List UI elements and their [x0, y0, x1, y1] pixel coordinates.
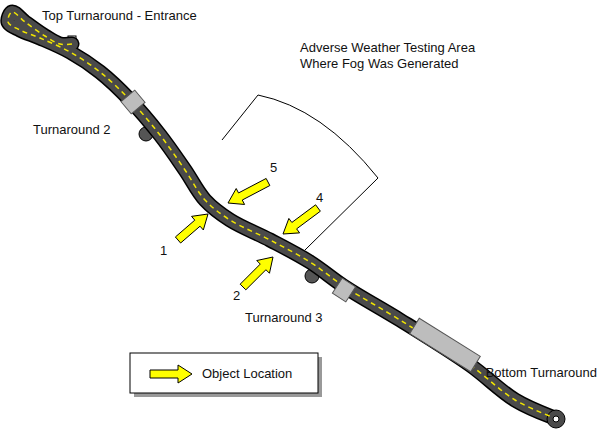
object-arrows [150, 178, 320, 383]
callout-number: 4 [316, 190, 323, 206]
legend-frame [130, 353, 322, 397]
bottom-loop [547, 410, 565, 428]
road-surface [8, 12, 552, 417]
road-edge [8, 12, 552, 417]
legend-text: Object Location [202, 366, 292, 382]
place-label: Bottom Turnaround [486, 365, 597, 381]
place-label: Top Turnaround - Entrance [42, 8, 197, 24]
test-track [8, 12, 565, 428]
gray-pad [410, 318, 481, 371]
callout-number: 2 [233, 288, 240, 304]
object-arrow [228, 178, 270, 204]
center-line [8, 12, 552, 417]
area-boundary [258, 95, 378, 178]
object-arrow [175, 214, 208, 243]
area-boundary [222, 95, 258, 140]
fog-area-bracket [222, 95, 378, 250]
gray-pad [121, 90, 145, 114]
area-label: Adverse Weather Testing Area Where Fog W… [300, 40, 500, 71]
place-label: Turnaround 2 [33, 122, 111, 138]
legend-sample [150, 365, 192, 383]
bottom-loop-center [553, 416, 559, 422]
callout-number: 1 [160, 243, 167, 259]
callout-number: 5 [270, 160, 277, 176]
object-arrow [283, 205, 320, 234]
gray-pad [332, 278, 355, 302]
legend-box [130, 353, 318, 393]
object-arrow [240, 257, 273, 290]
place-label: Turnaround 3 [245, 310, 323, 326]
